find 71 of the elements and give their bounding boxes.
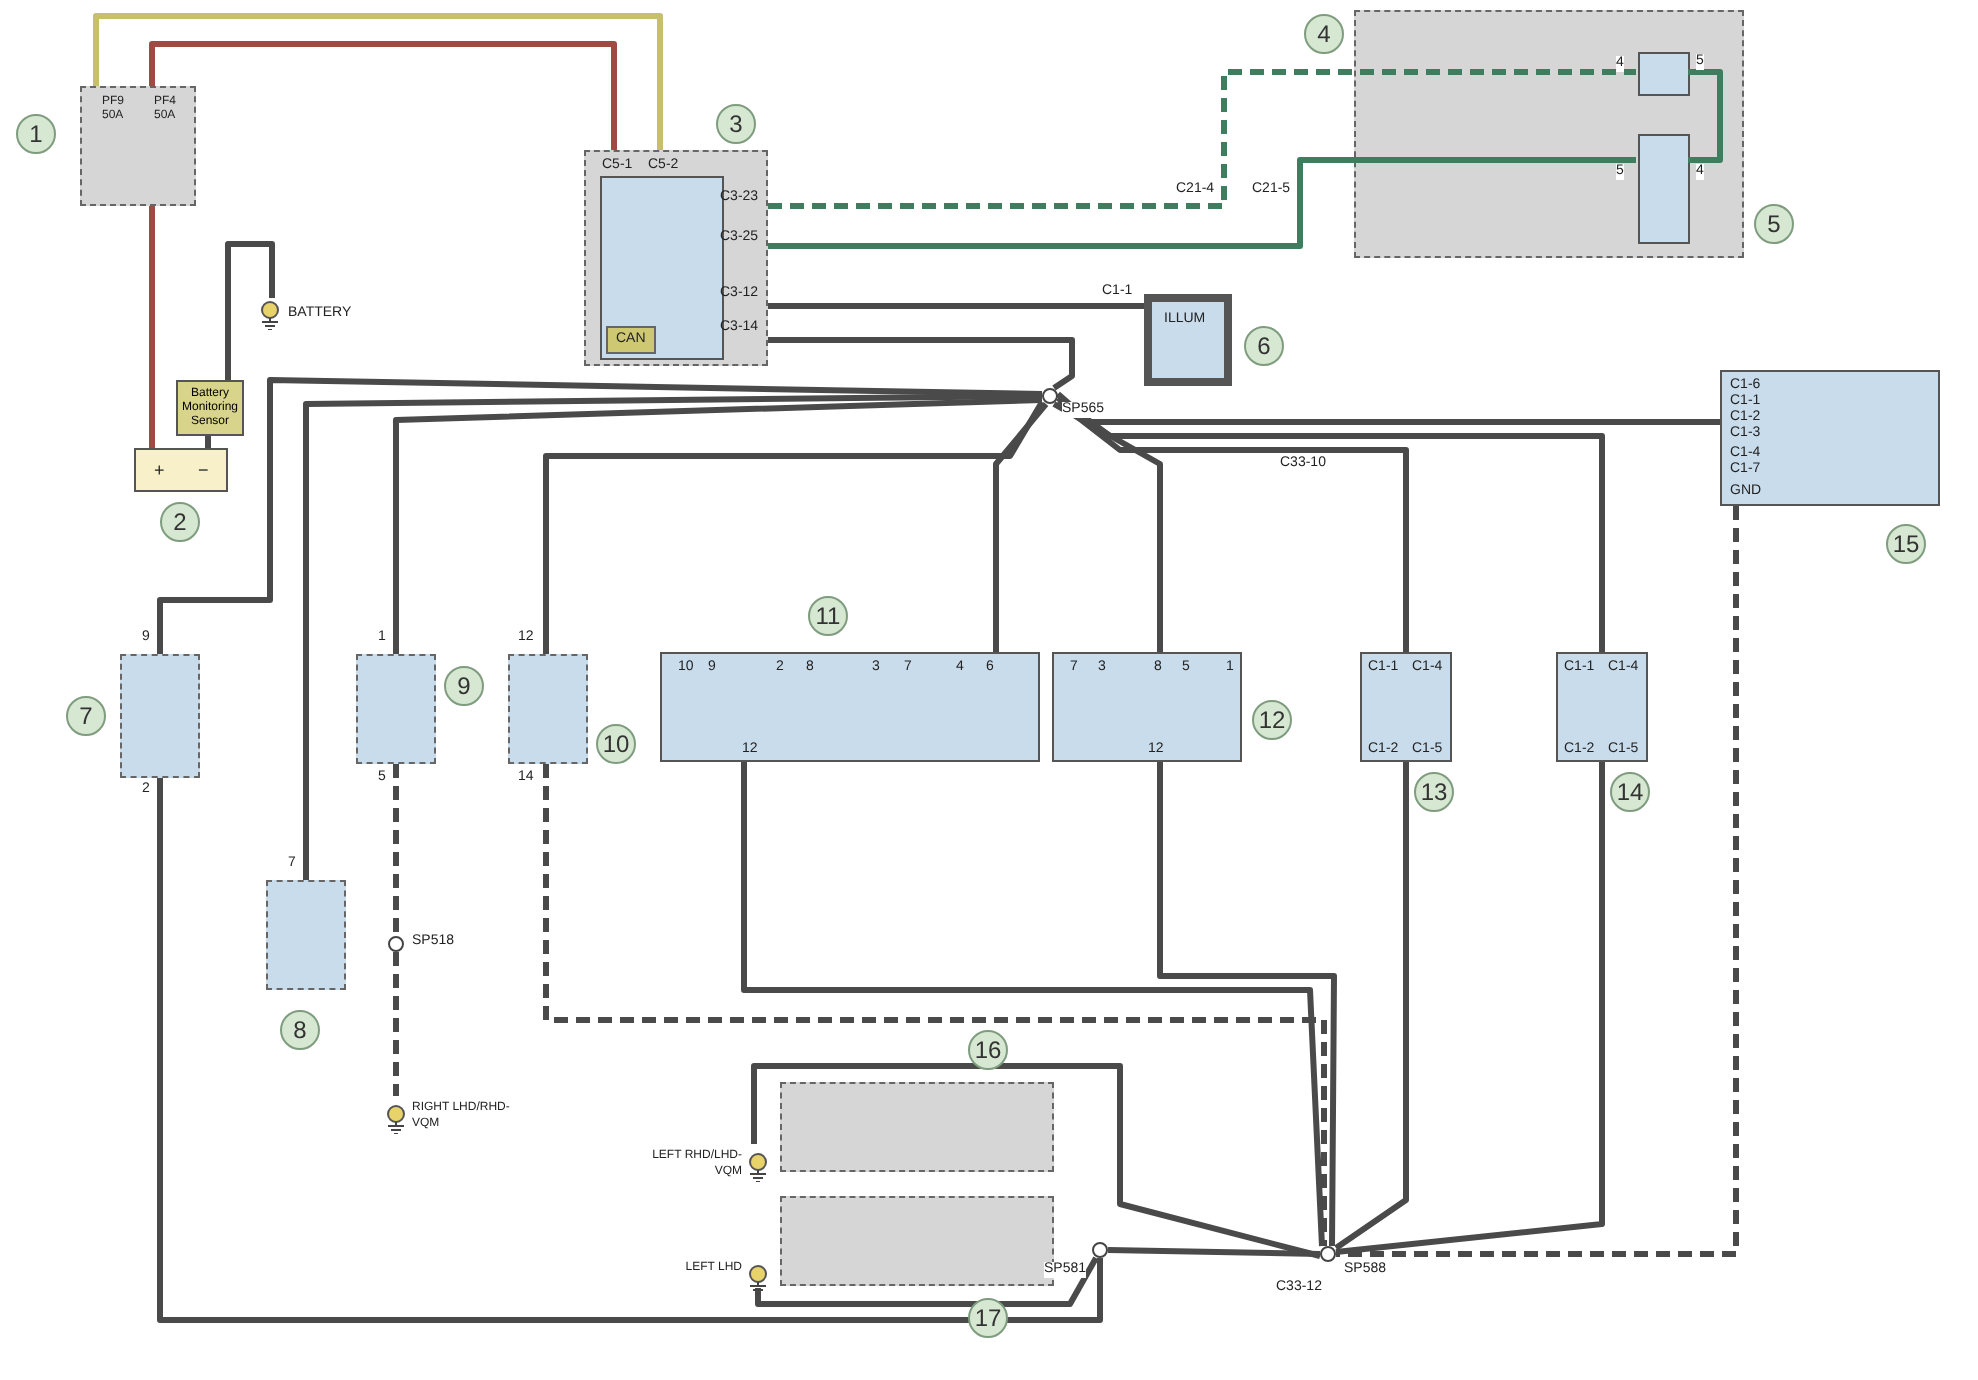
switch-panel xyxy=(1360,652,1452,762)
harness-area xyxy=(80,86,196,206)
wire xyxy=(157,377,1043,654)
callout-number: 2 xyxy=(160,502,200,542)
callout-number: 17 xyxy=(968,1298,1008,1338)
illumination-box xyxy=(1144,294,1232,386)
wire xyxy=(149,206,155,448)
callout-number: 12 xyxy=(1252,700,1292,740)
wire xyxy=(1056,395,1605,652)
callout-number: 7 xyxy=(66,696,106,736)
callout-number: 4 xyxy=(1304,14,1344,54)
switch-panel xyxy=(1556,652,1648,762)
wire xyxy=(768,303,1144,309)
wire xyxy=(393,397,1043,654)
wire xyxy=(768,69,1636,209)
wire xyxy=(1056,399,1409,652)
wire xyxy=(1335,762,1605,1255)
wire xyxy=(768,157,1636,249)
component-box xyxy=(266,880,346,990)
callout-number: 1 xyxy=(16,114,56,154)
splice-point xyxy=(1320,1246,1336,1262)
wire xyxy=(1056,391,1720,425)
component-box xyxy=(508,654,588,764)
callout-number: 8 xyxy=(280,1010,320,1050)
splice-point xyxy=(388,936,404,952)
harness-area xyxy=(1354,10,1744,258)
switch-panel xyxy=(1720,370,1940,506)
wire xyxy=(768,337,1075,391)
callout-number: 5 xyxy=(1754,204,1794,244)
switch-panel xyxy=(1052,652,1242,762)
callout-number: 16 xyxy=(968,1030,1008,1070)
wire xyxy=(543,764,1327,1246)
wire xyxy=(1107,1247,1321,1257)
wire xyxy=(149,41,617,150)
wire xyxy=(1336,506,1739,1257)
wire xyxy=(1157,762,1337,1247)
callout-number: 13 xyxy=(1414,772,1454,812)
wire xyxy=(741,762,1325,1247)
wire xyxy=(1052,401,1163,652)
callout-number: 15 xyxy=(1886,524,1926,564)
callout-number: 6 xyxy=(1244,326,1284,366)
lamp-box xyxy=(1638,134,1690,244)
callout-number: 10 xyxy=(596,724,636,764)
terminal-sign: − xyxy=(198,462,209,478)
wire xyxy=(393,952,399,1096)
splice-point xyxy=(1042,388,1058,404)
wire xyxy=(93,13,663,150)
wire xyxy=(393,764,399,936)
lamp-box xyxy=(1638,52,1690,96)
wire xyxy=(225,241,275,380)
splice-point xyxy=(1092,1242,1108,1258)
wire xyxy=(1688,69,1723,163)
component-box xyxy=(120,654,200,778)
callout-number: 9 xyxy=(444,666,484,706)
control-module xyxy=(584,150,768,366)
wire xyxy=(205,436,211,448)
wire xyxy=(1334,762,1409,1251)
wire xyxy=(543,400,1045,654)
component-box xyxy=(356,654,436,764)
wire xyxy=(157,778,1103,1323)
switch-panel xyxy=(660,652,1040,762)
callout-number: 11 xyxy=(808,596,848,636)
wire xyxy=(303,393,1043,880)
wire xyxy=(755,1256,1099,1307)
battery-box xyxy=(134,448,228,492)
callout-number: 3 xyxy=(716,104,756,144)
callout-number: 14 xyxy=(1610,772,1650,812)
wire xyxy=(993,402,1049,652)
terminal-sign: + xyxy=(154,462,165,478)
harness-area xyxy=(780,1082,1054,1172)
wire xyxy=(751,1063,1321,1259)
